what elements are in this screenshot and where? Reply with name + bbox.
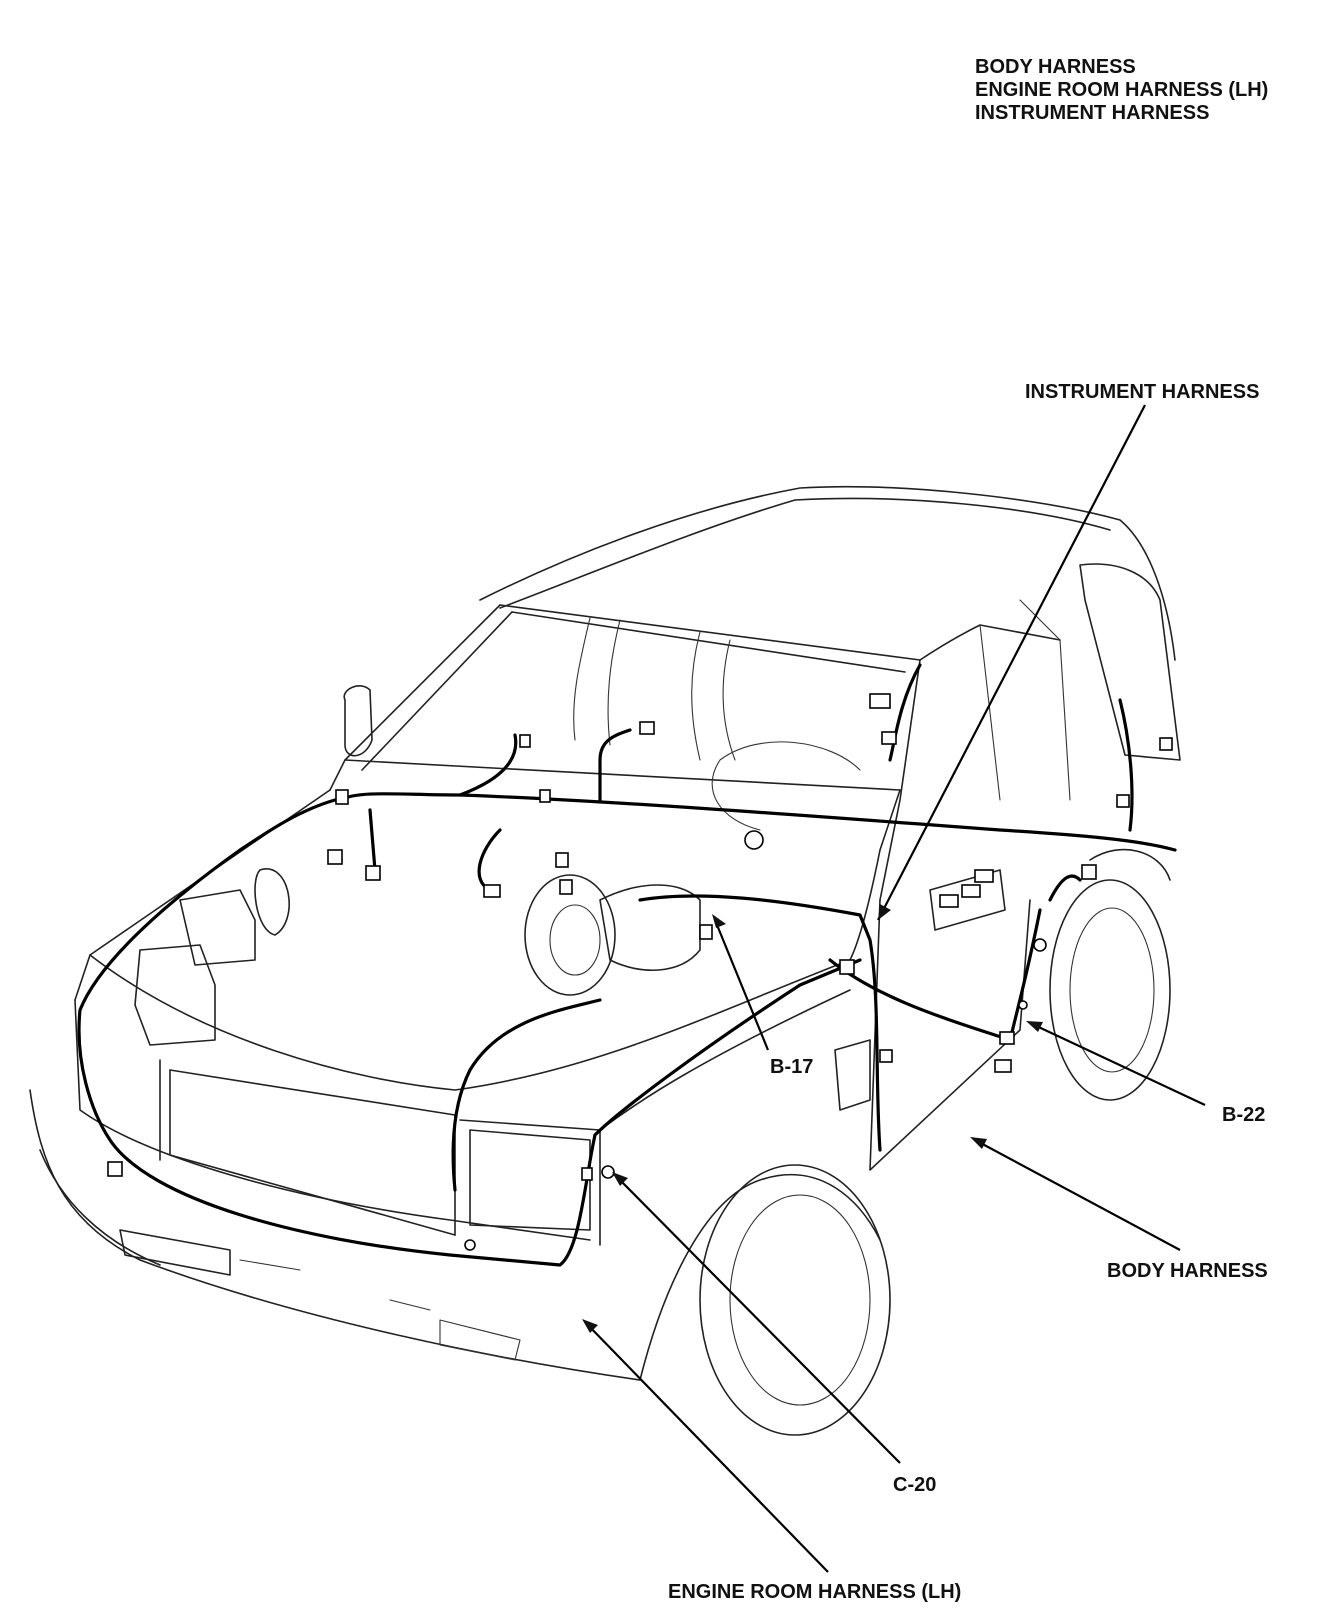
harness-routes bbox=[77, 663, 1177, 1267]
header-line-body-harness: BODY HARNESS bbox=[975, 56, 1136, 78]
connector-shape bbox=[483, 884, 501, 898]
header-line-instrument-harness: INSTRUMENT HARNESS bbox=[975, 102, 1210, 124]
leader-body-harness bbox=[974, 1139, 1181, 1251]
harness-list-header: BODY HARNESS ENGINE ROOM HARNESS (LH) IN… bbox=[975, 56, 1268, 125]
leader-b22 bbox=[1029, 1022, 1206, 1106]
connector-shape bbox=[1018, 1000, 1028, 1010]
arrowhead bbox=[878, 904, 891, 920]
engine-room-harness-branch-fuse bbox=[477, 828, 502, 892]
instrument-harness-branch-center bbox=[598, 728, 632, 802]
body-harness-connector-branch bbox=[1048, 874, 1082, 902]
connector-shape bbox=[365, 865, 381, 881]
body-harness-floor-run bbox=[828, 958, 1012, 1042]
connector-shape bbox=[974, 869, 994, 883]
engine-room-harness-branch-relay bbox=[368, 808, 377, 872]
connector-shape bbox=[107, 1161, 123, 1177]
connector-shape bbox=[327, 849, 343, 865]
instrument-harness-branch-right bbox=[1118, 698, 1134, 832]
connector-shape bbox=[961, 884, 981, 898]
label-body-harness: BODY HARNESS bbox=[1107, 1260, 1268, 1282]
connector-shape bbox=[539, 789, 551, 803]
connector-shape bbox=[1033, 938, 1047, 952]
connector-shape bbox=[744, 830, 764, 850]
instrument-harness-branch-pillar bbox=[888, 663, 922, 762]
connector-shape bbox=[999, 1031, 1015, 1045]
connector-shape bbox=[1116, 794, 1130, 808]
engine-room-harness-route bbox=[77, 798, 597, 1267]
connector-shape bbox=[1159, 737, 1173, 751]
arrowhead bbox=[712, 914, 726, 928]
arrowhead bbox=[582, 1319, 598, 1333]
connector-shape bbox=[335, 789, 349, 805]
connector-shape bbox=[879, 1049, 893, 1063]
header-line-engine-room-harness: ENGINE ROOM HARNESS (LH) bbox=[975, 79, 1269, 101]
leader-instrument-harness bbox=[877, 404, 1146, 921]
label-instrument-harness: INSTRUMENT HARNESS bbox=[1025, 381, 1259, 403]
arrowhead bbox=[612, 1172, 628, 1186]
connector-shape bbox=[1081, 864, 1097, 880]
arrowhead bbox=[970, 1137, 987, 1149]
connector-shape bbox=[869, 693, 891, 709]
connector-shape bbox=[519, 734, 531, 748]
connector-shape bbox=[839, 959, 855, 975]
body-harness-route bbox=[638, 894, 882, 1152]
leader-c20 bbox=[614, 1174, 901, 1464]
connector-shape bbox=[559, 879, 573, 895]
connector-shape bbox=[639, 721, 655, 735]
label-b22: B-22 bbox=[1222, 1104, 1265, 1126]
arrowhead bbox=[1026, 1021, 1043, 1032]
label-b17: B-17 bbox=[770, 1056, 813, 1078]
connector-shape bbox=[555, 852, 569, 868]
callout-labels: INSTRUMENT HARNESS B-17 B-22 BODY HARNES… bbox=[668, 381, 1268, 1603]
engine-room-harness-headlight-branch bbox=[451, 998, 602, 1192]
connector-shape bbox=[994, 1059, 1012, 1073]
label-c20: C-20 bbox=[893, 1474, 936, 1496]
connector-shape bbox=[881, 731, 897, 745]
instrument-harness-branch-left bbox=[458, 733, 518, 797]
connector-shape bbox=[581, 1167, 593, 1181]
connector-shape bbox=[601, 1165, 615, 1179]
leader-engine-room-harness bbox=[584, 1321, 829, 1573]
connectors bbox=[107, 693, 1173, 1251]
label-engine-room-harness: ENGINE ROOM HARNESS (LH) bbox=[668, 1581, 961, 1603]
body-harness-kick-panel-branch bbox=[1008, 908, 1042, 1042]
vehicle-body-outline bbox=[29, 485, 1181, 1436]
connector-shape bbox=[699, 924, 713, 940]
engine-room-harness-fender-run bbox=[593, 958, 862, 1137]
leader-b17 bbox=[713, 919, 770, 1051]
connector-shape bbox=[464, 1239, 476, 1251]
connector-shape bbox=[939, 894, 959, 908]
instrument-harness-route bbox=[338, 792, 1177, 852]
callout-leaders bbox=[582, 404, 1206, 1573]
